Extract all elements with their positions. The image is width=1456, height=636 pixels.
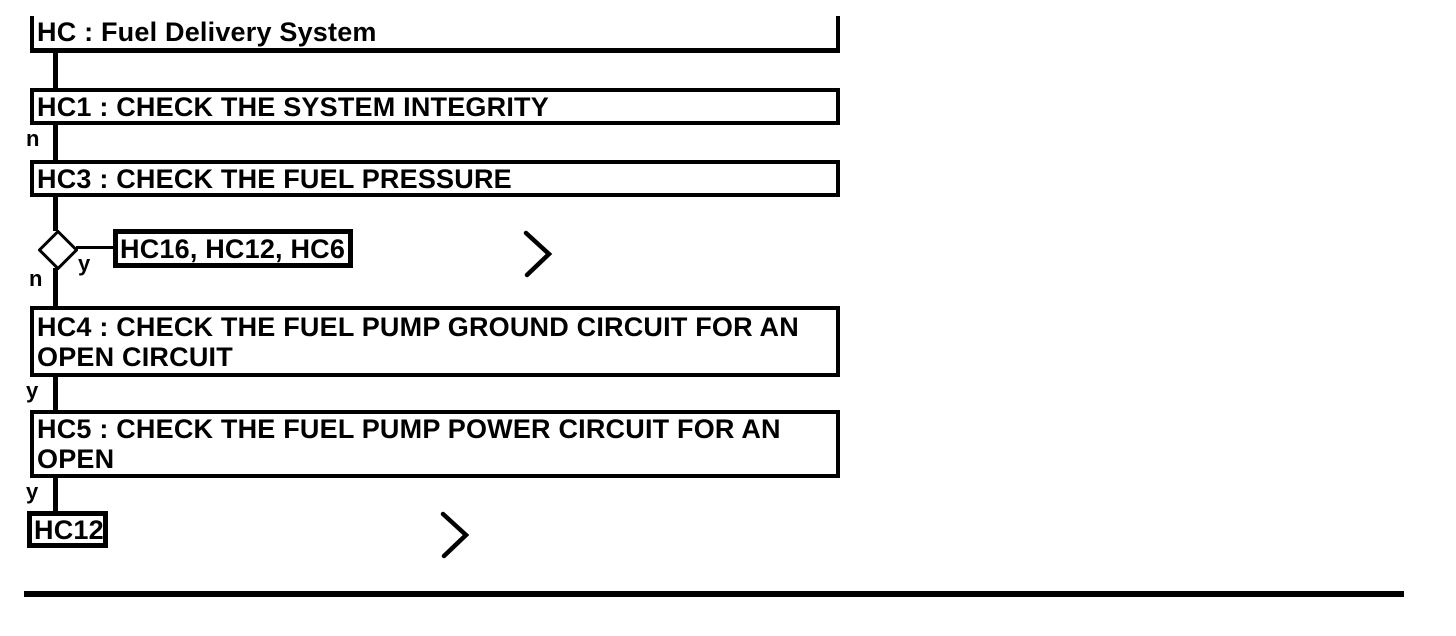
node-hc5[interactable]: HC5 : CHECK THE FUEL PUMP POWER CIRCUIT … [30,410,840,478]
connector-hc1-to-hc3 [53,124,58,160]
connector-hc3-to-decision [53,196,58,231]
connector-decision-to-hc4 [53,268,58,306]
node-hc3[interactable]: HC3 : CHECK THE FUEL PRESSURE [30,160,840,197]
branch-label-hc5-yes: y [26,479,39,504]
branch-label-hc1-no: n [26,126,40,151]
node-hc16-hc12-hc6[interactable]: HC16, HC12, HC6 [113,229,353,268]
connector-title-to-hc1 [53,52,58,88]
node-hc4[interactable]: HC4 : CHECK THE FUEL PUMP GROUND CIRCUIT… [30,306,840,377]
bottom-divider [24,591,1404,597]
node-hc-fuel-delivery-system[interactable]: HC : Fuel Delivery System [30,16,840,53]
branch-label-decision-yes: y [78,251,91,276]
connector-hc4-to-hc5 [53,376,58,410]
node-hc12[interactable]: HC12 [27,511,108,548]
branch-label-hc4-yes: y [26,378,39,403]
decision-diamond-icon [38,230,78,270]
connector-hc5-to-hc12 [53,477,58,512]
node-hc1[interactable]: HC1 : CHECK THE SYSTEM INTEGRITY [30,88,840,125]
chevron-right-icon[interactable] [440,511,470,559]
chevron-right-icon[interactable] [523,230,553,278]
branch-label-decision-no: n [29,266,43,291]
connector-decision-to-hc16 [76,246,114,249]
